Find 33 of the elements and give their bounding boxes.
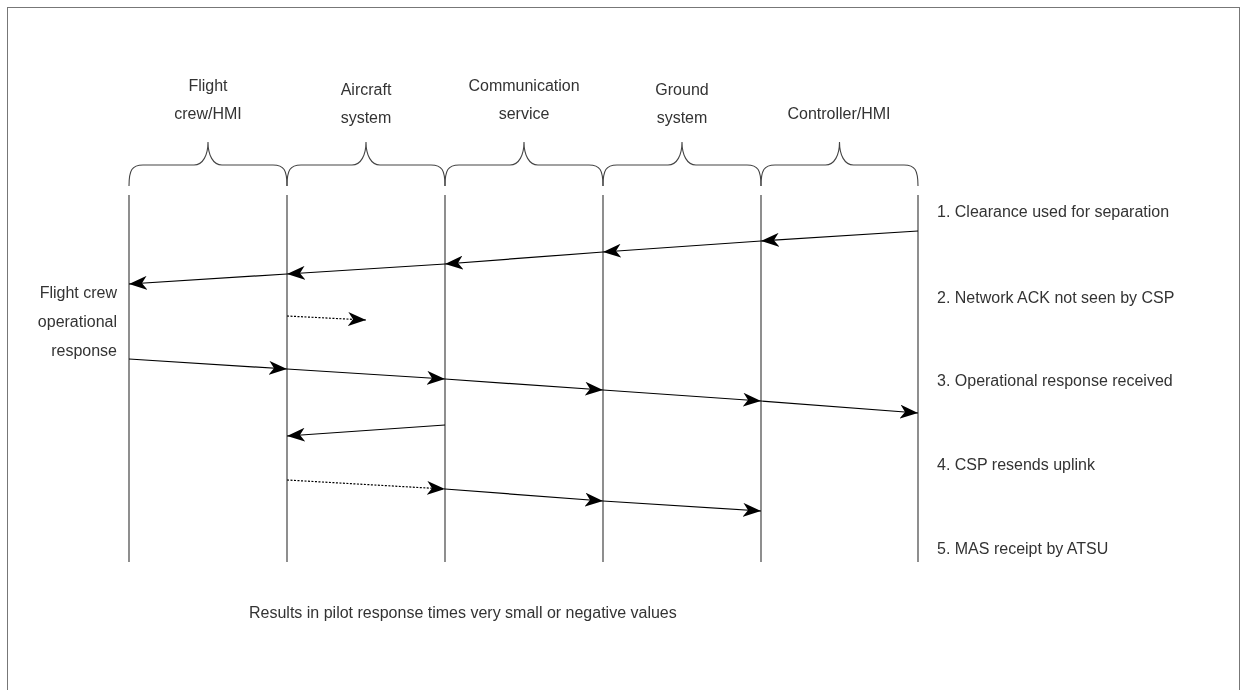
step-note: 4. CSP resends uplink bbox=[937, 455, 1095, 475]
participant-label: Ground system bbox=[642, 76, 722, 132]
lifeline bbox=[917, 194, 919, 563]
message-arrow bbox=[602, 389, 762, 407]
lifeline bbox=[128, 194, 130, 563]
message-arrow bbox=[444, 378, 604, 396]
message-arrow bbox=[286, 424, 446, 442]
lifeline bbox=[602, 194, 604, 563]
message-arrow bbox=[444, 251, 604, 270]
message-arrow bbox=[286, 263, 446, 280]
lifeline bbox=[286, 194, 288, 563]
message-arrow bbox=[444, 488, 604, 507]
message-arrow bbox=[286, 312, 367, 327]
caption: Results in pilot response times very small or negative values bbox=[249, 603, 677, 623]
lifeline bbox=[760, 194, 762, 563]
participant-label: Aircraft system bbox=[326, 76, 406, 132]
lifeline bbox=[444, 194, 446, 563]
message-arrow bbox=[286, 368, 446, 385]
participant-label: Communication service bbox=[459, 72, 589, 128]
note-text: Flight crew operational response bbox=[36, 283, 117, 361]
step-note: 3. Operational response received bbox=[937, 371, 1173, 391]
step-note: 1. Clearance used for separation bbox=[937, 202, 1170, 222]
message-arrow bbox=[128, 358, 288, 375]
message-arrow bbox=[760, 400, 919, 419]
step-note: 2. Network ACK not seen by CSP bbox=[937, 288, 1175, 308]
message-arrow bbox=[128, 273, 288, 290]
participant-label: Flight crew/HMI bbox=[163, 72, 253, 128]
step-note: 5. MAS receipt by ATSU bbox=[937, 539, 1109, 559]
message-arrow bbox=[602, 240, 762, 258]
participant-label: Controller/HMI bbox=[774, 100, 904, 128]
message-arrow bbox=[760, 230, 919, 247]
message-arrow bbox=[286, 479, 446, 495]
message-arrow bbox=[602, 500, 762, 517]
